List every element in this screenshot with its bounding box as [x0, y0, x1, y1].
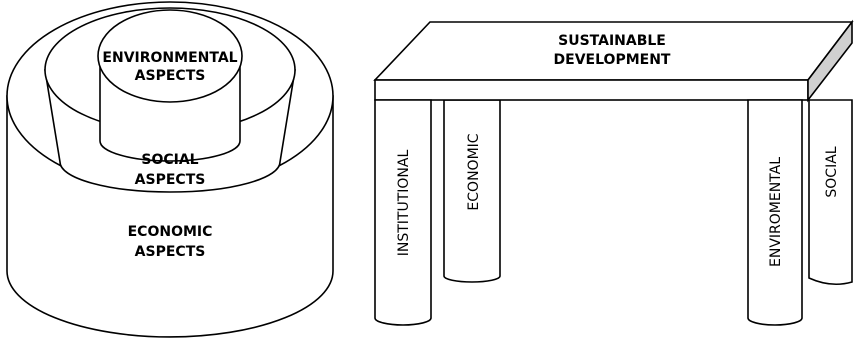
concentric-cylinders-diagram: ENVIRONMENTAL ASPECTS SOCIAL ASPECTS ECO…	[6, 1, 334, 338]
tabletop-top-face	[373, 21, 854, 81]
environmental-cylinder-top	[97, 9, 243, 103]
tabletop-front-face	[374, 79, 809, 101]
economic-label-line1: ECONOMIC	[128, 224, 213, 240]
tabletop-label-line1: SUSTAINABLE	[558, 33, 666, 49]
environmental-label-line2: ASPECTS	[135, 68, 206, 84]
environmental-label-line1: ENVIRONMENTAL	[102, 50, 237, 66]
leg-front-left	[374, 99, 432, 326]
social-label-line1: SOCIAL	[141, 152, 198, 168]
economic-label-line2: ASPECTS	[135, 244, 206, 260]
tabletop-label-line2: DEVELOPMENT	[554, 52, 671, 68]
social-label-line2: ASPECTS	[135, 172, 206, 188]
tabletop-side-face	[807, 19, 853, 103]
leg-back-right	[808, 99, 853, 286]
leg-label-enviromental: ENVIROMENTAL	[768, 157, 784, 267]
table-diagram: SUSTAINABLE DEVELOPMENT INSTITUTIONAL EC…	[373, 19, 854, 326]
leg-label-economic: ECONOMIC	[466, 133, 482, 210]
leg-back-left	[443, 99, 501, 283]
leg-front-right	[747, 99, 803, 326]
leg-label-institutional: INSTITUTIONAL	[396, 150, 412, 257]
leg-label-social: SOCIAL	[824, 146, 840, 197]
